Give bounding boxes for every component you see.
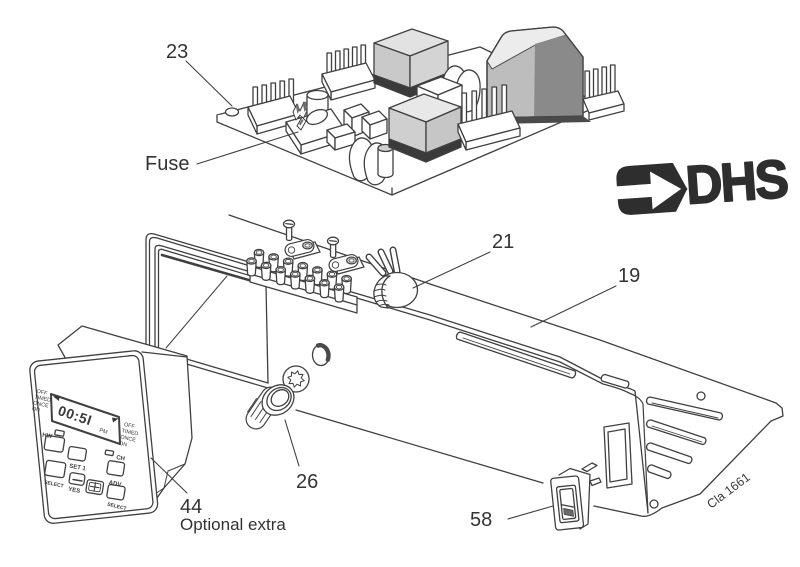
svg-text:SET 1: SET 1 <box>69 464 87 473</box>
svg-text:ONCE: ONCE <box>33 400 50 409</box>
svg-text:HW: HW <box>42 433 53 441</box>
svg-text:58: 58 <box>470 509 492 531</box>
svg-text:Fuse: Fuse <box>145 153 189 175</box>
svg-text:ONCE: ONCE <box>120 435 137 444</box>
svg-text:26: 26 <box>296 471 318 493</box>
svg-text:SELECT: SELECT <box>44 480 65 490</box>
svg-text:ON: ON <box>31 406 40 414</box>
svg-text:19: 19 <box>618 265 640 287</box>
svg-text:21: 21 <box>492 231 514 253</box>
svg-text:OFF: OFF <box>123 422 135 430</box>
svg-text:TIMED: TIMED <box>121 428 139 437</box>
svg-text:44: 44 <box>180 496 202 518</box>
svg-text:DHS: DHS <box>684 149 789 216</box>
svg-text:SELECT: SELECT <box>107 502 128 513</box>
svg-text:Optional extra: Optional extra <box>180 515 286 534</box>
svg-text:23: 23 <box>166 41 188 63</box>
svg-text:ON: ON <box>118 441 127 449</box>
svg-text:YES: YES <box>68 487 81 495</box>
svg-text:OFF: OFF <box>36 389 48 397</box>
svg-text:ADV: ADV <box>108 480 122 489</box>
svg-text:TIMED: TIMED <box>34 394 52 403</box>
svg-text:PM: PM <box>98 428 108 436</box>
svg-text:CH: CH <box>116 455 126 462</box>
